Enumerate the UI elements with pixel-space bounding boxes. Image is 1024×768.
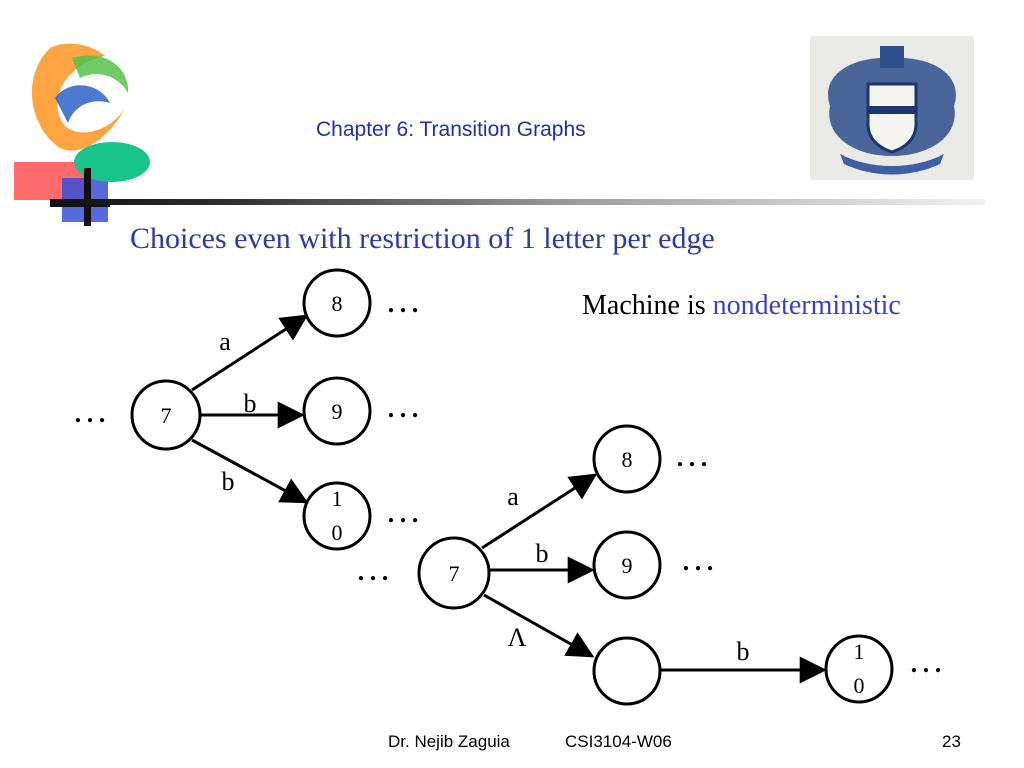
footer-author: Dr. Nejib Zaguia [388, 732, 510, 751]
bottom-edge-b-final-label: b [737, 637, 750, 666]
bottom-state-10-label-line1: 1 [854, 639, 865, 664]
crest-top [880, 46, 904, 68]
bottom-state-8-ellipsis: … [674, 434, 710, 474]
bottom-state-8-label: 8 [622, 447, 633, 472]
top-state-10-ellipsis: … [385, 490, 421, 530]
crest-ribbon [840, 154, 944, 175]
top-edge-b2-label: b [222, 467, 235, 496]
logo-swirl-green [72, 55, 129, 93]
bottom-edge-a [481, 473, 598, 550]
bottom-state-8 [592, 424, 662, 494]
bottom-state-9-label: 9 [622, 553, 633, 578]
header-rule [50, 199, 985, 205]
bottom-diagram: … 7 8 … 9 … 1 0 … a b Λ b [355, 424, 944, 706]
top-left-ellipsis: … [72, 390, 108, 430]
university-crest [810, 36, 974, 180]
top-state-8-ellipsis: … [385, 280, 421, 320]
top-state-8-label: 8 [332, 291, 343, 316]
bottom-edge-lambda [483, 593, 595, 658]
top-edge-a [191, 314, 309, 392]
note-highlight: nondeterministic [712, 290, 901, 321]
bottom-edge-lambda-label: Λ [508, 623, 527, 652]
top-edge-b-label: b [244, 389, 257, 418]
logo-cross-vertical [84, 168, 91, 226]
bottom-state-10-label-line2: 0 [854, 673, 865, 698]
bottom-edge-a-label: a [507, 482, 519, 511]
top-state-8 [302, 268, 372, 338]
top-state-9-label: 9 [332, 399, 343, 424]
note-prefix: Machine is [582, 290, 706, 321]
top-state-10-label-line1: 1 [332, 486, 343, 511]
bottom-state-7-label: 7 [449, 561, 460, 586]
footer-page-number: 23 [942, 732, 961, 751]
slide-heading: Choices even with restriction of 1 lette… [130, 222, 715, 255]
chapter-title: Chapter 6: Transition Graphs [316, 118, 586, 141]
logo-swirl [31, 43, 125, 151]
bottom-state-9-ellipsis: … [680, 538, 716, 578]
top-state-9-ellipsis: … [385, 385, 421, 425]
logo-swirl-blue [55, 85, 110, 123]
crest-shield-band [868, 106, 916, 114]
top-diagram: … 7 8 … 9 … 1 0 … a b b [72, 268, 421, 551]
top-state-10 [302, 481, 372, 551]
nondeterministic-note: Machine is nondeterministic [582, 290, 901, 322]
top-edge-b2 [191, 438, 309, 504]
bottom-left-ellipsis: … [355, 548, 391, 588]
top-state-7-label: 7 [161, 403, 172, 428]
bottom-state-7 [417, 536, 491, 610]
bottom-state-10-ellipsis: … [908, 640, 944, 680]
crest-shield [866, 82, 918, 154]
top-state-10-label-line2: 0 [332, 520, 343, 545]
bottom-empty-state [592, 636, 662, 706]
top-edge-a-label: a [219, 327, 231, 356]
bottom-edge-b-label: b [536, 539, 549, 568]
logo-green-shape [74, 142, 150, 182]
footer-course: CSI3104-W06 [565, 732, 672, 751]
